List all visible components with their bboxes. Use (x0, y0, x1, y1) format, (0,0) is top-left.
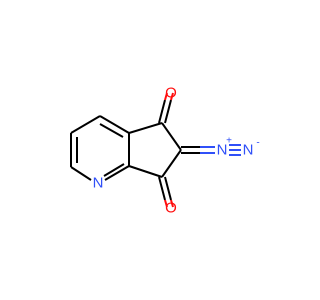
bond-co-bottom-b (164, 176, 172, 201)
atom-nitrogen-diazo-inner: N (217, 142, 228, 159)
bonds-group (70, 92, 241, 208)
bond-co-bottom-b-o (170, 199, 174, 208)
bond-ring-c5-c1 (70, 115, 101, 134)
bond-c3-c-carbonyl-bottom (128, 165, 163, 178)
bond-ring-c1-c2 (99, 115, 130, 134)
charge-plus: + (226, 136, 232, 147)
bond-ring-c3-n (104, 165, 130, 181)
atom-oxygen-top: O (165, 85, 177, 102)
bond-co-top-a (158, 99, 166, 124)
atom-oxygen-bottom: O (165, 200, 177, 217)
atom-nitrogen-diazo-outer: N (243, 142, 254, 159)
atom-nitrogen-ring: N (93, 175, 104, 192)
bond-co-top-b-o (170, 92, 174, 101)
bond-ring-inner-2 (103, 163, 125, 177)
bond-top-carbonyl-c-diazo (161, 122, 182, 151)
charge-minus: - (256, 138, 259, 149)
bond-bottom-carbonyl-c-diazo (161, 149, 182, 178)
atom-labels: O O N N + N - (93, 85, 260, 217)
bond-ring-inner-1 (99, 123, 124, 138)
bond-co-bottom-a-o (164, 199, 168, 208)
molecule-diagram: O O N N + N - (70, 85, 260, 217)
bond-ring-n-c4 (70, 166, 92, 181)
bond-c2-c-carbonyl-top (128, 122, 163, 134)
bond-co-bottom-a (158, 176, 166, 201)
bond-co-top-b (164, 99, 172, 124)
bond-co-top-a-o (164, 92, 168, 101)
